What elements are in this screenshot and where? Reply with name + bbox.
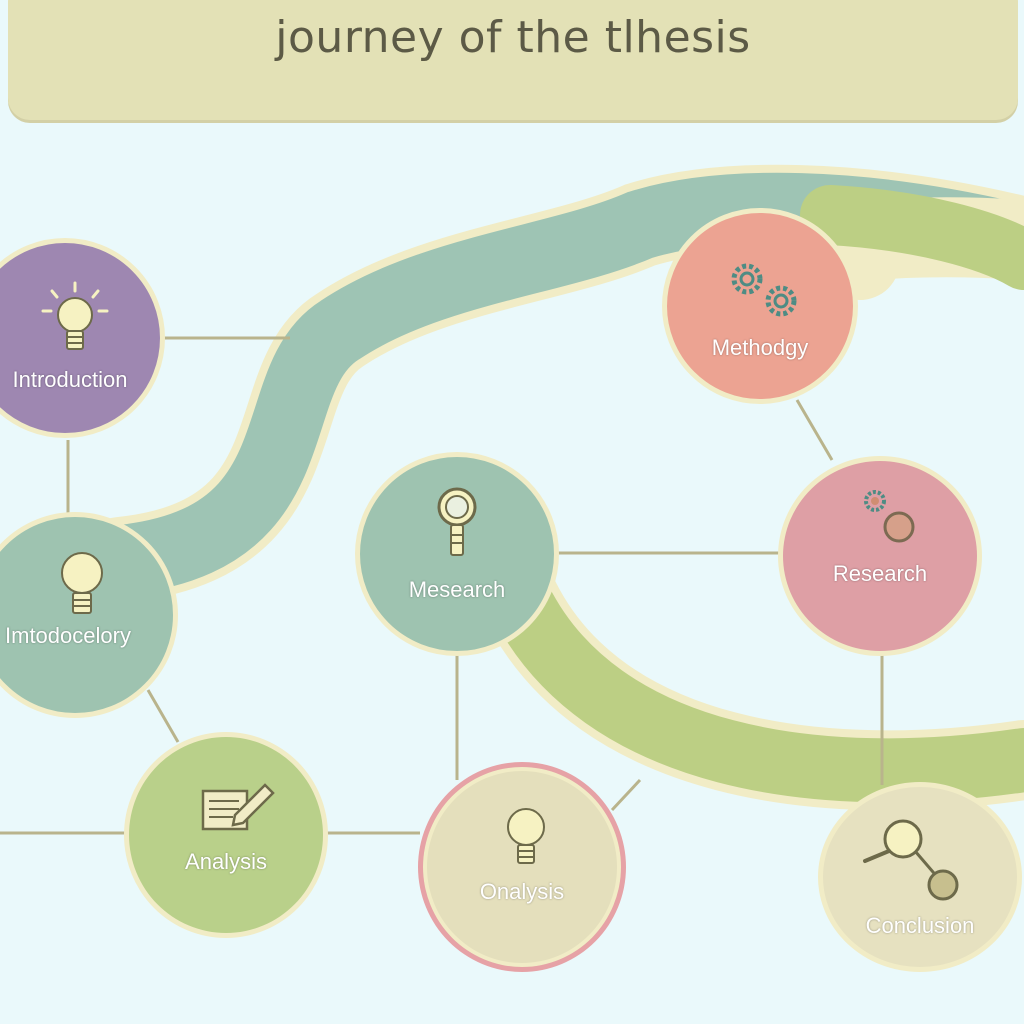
node-label-conclusion: Conclusion bbox=[865, 913, 975, 938]
connector-onalysis-right bbox=[610, 778, 642, 812]
gears-icon bbox=[864, 490, 915, 543]
node-label-methodology: Methodgy bbox=[711, 335, 809, 360]
node-introduction[interactable]: Introduction bbox=[0, 238, 165, 438]
lightbulb-icon bbox=[507, 808, 545, 864]
node-label-research: Research bbox=[832, 561, 928, 586]
node-conclusion[interactable]: Conclusion bbox=[818, 782, 1022, 972]
gears-icon bbox=[731, 263, 797, 317]
connector-methodology-research bbox=[795, 399, 834, 461]
node-label-introduction: Introduction bbox=[12, 367, 128, 392]
path-green-road-fill bbox=[488, 568, 1024, 803]
lightbulb-icon bbox=[41, 281, 109, 350]
node-label-analysis: Analysis bbox=[185, 849, 267, 874]
node-analysis[interactable]: Analysis bbox=[124, 732, 328, 938]
magnifier-icon bbox=[437, 487, 477, 556]
node-introductory[interactable]: Imtodocelory bbox=[0, 512, 178, 718]
path-teal-road-fill bbox=[85, 172, 1024, 595]
node-label-introductory: Imtodocelory bbox=[5, 623, 131, 648]
magnifier-icon bbox=[863, 819, 959, 901]
notepad-pencil-icon bbox=[201, 783, 275, 831]
node-mesearch[interactable]: Mesearch bbox=[355, 452, 559, 656]
node-label-mesearch: Mesearch bbox=[408, 577, 506, 602]
lightbulb-icon bbox=[61, 552, 103, 614]
node-methodology[interactable]: Methodgy bbox=[662, 208, 858, 404]
connector-introductory-analysis bbox=[146, 689, 180, 743]
node-label-onalysis: Onalysis bbox=[479, 879, 565, 904]
page-title: journey of the tlhesis bbox=[275, 12, 751, 63]
node-onalysis[interactable]: Onalysis bbox=[418, 762, 626, 972]
node-research[interactable]: Research bbox=[778, 456, 982, 656]
title-bar: journey of the tlhesis bbox=[8, 0, 1018, 120]
connectors bbox=[0, 336, 884, 835]
path-green-road-upper bbox=[800, 185, 1024, 290]
